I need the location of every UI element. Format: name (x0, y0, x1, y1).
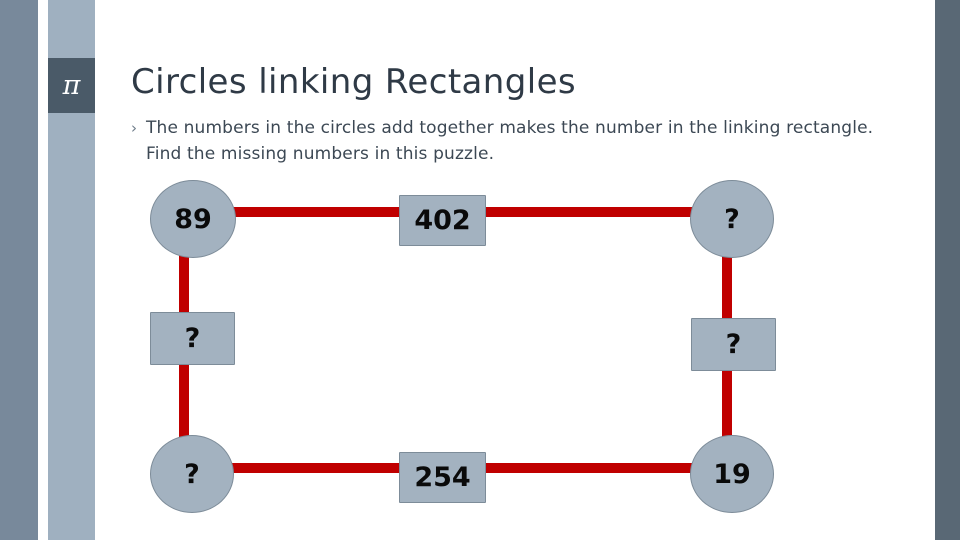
puzzle-node-r-mid-left[interactable]: ? (150, 312, 235, 365)
puzzle-node-r-top-mid: 402 (399, 195, 486, 246)
link-left-upper (179, 248, 189, 322)
puzzle-node-c-bottom-right: 19 (690, 435, 774, 513)
link-right-lower (722, 364, 732, 442)
puzzle-node-c-top-right[interactable]: ? (690, 180, 774, 258)
slide-title: Circles linking Rectangles (131, 62, 576, 102)
puzzle-node-value: 402 (414, 205, 471, 236)
link-left-lower (179, 358, 189, 444)
puzzle-node-r-mid-right[interactable]: ? (691, 318, 776, 371)
puzzle-node-r-bottom-mid: 254 (399, 452, 486, 503)
link-bottom-row-left (228, 463, 408, 473)
chevron-right-icon: › (131, 119, 137, 137)
link-top-row-right (478, 207, 698, 217)
puzzle-node-value: 19 (713, 458, 751, 490)
puzzle-node-value: ? (184, 458, 200, 490)
link-bottom-row-right (478, 463, 698, 473)
puzzle-node-value: ? (184, 323, 201, 354)
right-edge-accent-bar (935, 0, 960, 540)
slide-subtitle-block: › The numbers in the circles add togethe… (131, 115, 891, 167)
link-right-upper (722, 248, 732, 326)
puzzle-node-c-top-left: 89 (150, 180, 236, 258)
slide-subtitle-text: The numbers in the circles add together … (146, 118, 874, 164)
puzzle-node-c-bottom-left[interactable]: ? (150, 435, 234, 513)
puzzle-node-value: 254 (414, 462, 471, 493)
sidebar-accent-bar-dark (0, 0, 38, 540)
puzzle-node-value: ? (725, 329, 742, 360)
puzzle-node-value: ? (724, 203, 740, 235)
link-top-row-left (228, 207, 408, 217)
puzzle-node-value: 89 (174, 203, 212, 235)
pi-logo-icon: π (48, 58, 95, 113)
